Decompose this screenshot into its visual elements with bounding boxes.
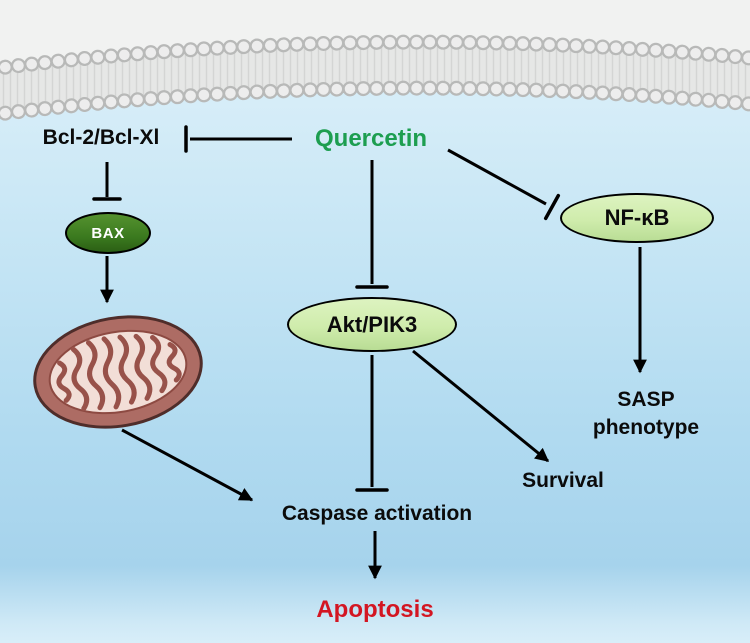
sasp-line1: SASP	[617, 388, 675, 411]
apoptosis-label: Apoptosis	[316, 596, 434, 623]
membrane-tails	[0, 41, 750, 115]
akt-pik3-node-label: Akt/PIK3	[326, 311, 418, 337]
edge-akt-activates-survival	[412, 349, 550, 463]
edge-quercetin-inhibits-nfkb	[447, 148, 561, 221]
sasp-line2: phenotype	[592, 416, 700, 439]
edge-bcl2-inhibits-bax	[92, 162, 122, 201]
edge-quercetin-inhibits-bcl2	[184, 125, 292, 153]
membrane-outer-heads	[0, 36, 750, 74]
bax-node-label: BAX	[91, 224, 125, 242]
extracellular-background	[0, 0, 750, 68]
sasp-phenotype-label: SASP phenotype	[576, 386, 716, 442]
cell-membrane	[0, 34, 750, 122]
bax-node: BAX	[65, 212, 151, 254]
nfkb-node: NF-κB	[560, 193, 714, 243]
edge-quercetin-inhibits-akt	[355, 160, 389, 289]
mitochondrion-icon	[33, 315, 203, 429]
membrane-inner-heads	[0, 82, 750, 120]
bcl2-label: Bcl-2/Bcl-Xl	[42, 126, 160, 149]
caspase-activation-label: Caspase activation	[281, 502, 473, 525]
edge-akt-inhibits-caspase	[355, 355, 389, 492]
akt-pik3-node: Akt/PIK3	[287, 297, 457, 352]
survival-label: Survival	[522, 469, 604, 492]
mitochondrion-cristae	[56, 333, 182, 411]
edge-mitochondrion-activates-caspase	[121, 428, 254, 502]
nfkb-node-label: NF-κB	[604, 205, 670, 230]
quercetin-label: Quercetin	[314, 125, 428, 152]
